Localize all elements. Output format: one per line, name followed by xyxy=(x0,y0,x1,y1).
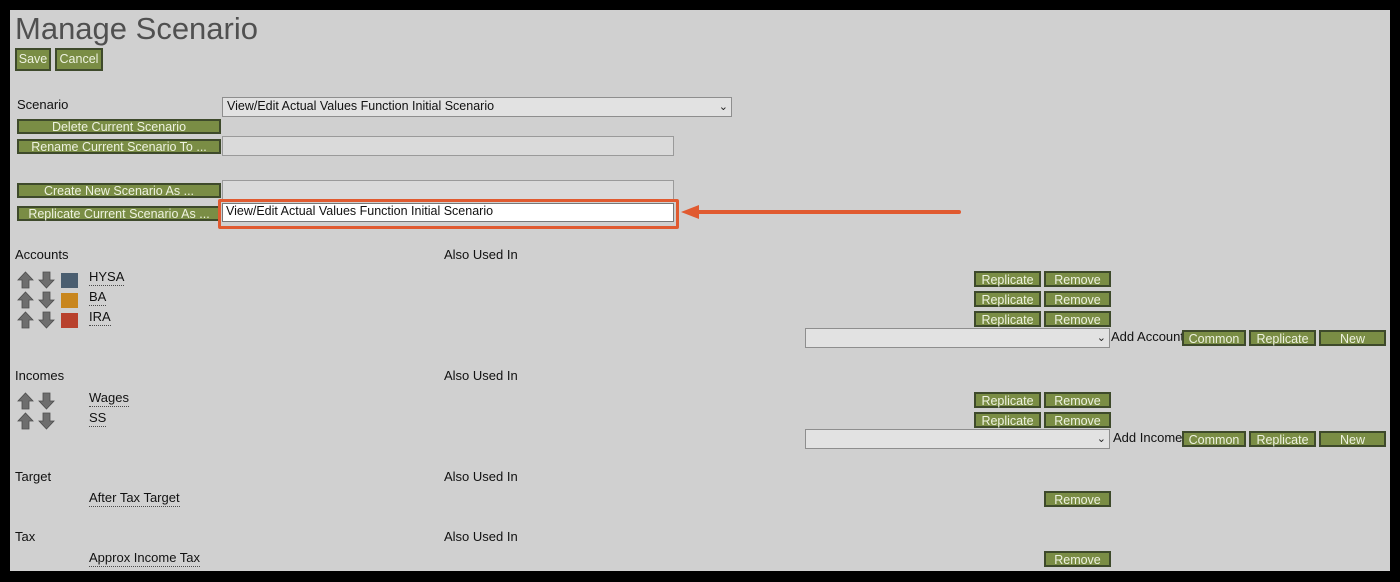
save-button[interactable]: Save xyxy=(15,48,51,71)
incomes-heading: Incomes xyxy=(15,368,65,383)
target-also-used-in: Also Used In xyxy=(444,469,518,484)
accounts-item-link[interactable]: IRA xyxy=(89,309,111,326)
add-account-new-button[interactable]: New xyxy=(1319,330,1386,346)
move-up-arrow-icon[interactable] xyxy=(17,271,34,289)
accounts-replicate-button[interactable]: Replicate xyxy=(974,291,1041,307)
manage-scenario-panel: Manage Scenario Save Cancel Scenario Vie… xyxy=(10,10,1390,571)
accounts-also-used-in: Also Used In xyxy=(444,247,518,262)
tax-item-link[interactable]: Approx Income Tax xyxy=(89,550,201,567)
highlight-box xyxy=(218,199,679,229)
add-income-label: Add Income xyxy=(1113,430,1183,445)
tax-also-used-in: Also Used In xyxy=(444,529,518,544)
move-up-arrow-icon[interactable] xyxy=(17,311,34,329)
incomes-replicate-button[interactable]: Replicate xyxy=(974,392,1041,408)
move-down-arrow-icon[interactable] xyxy=(38,291,55,309)
move-up-arrow-icon[interactable] xyxy=(17,412,34,430)
chevron-down-icon: ⌄ xyxy=(1096,433,1106,445)
add-account-common-button[interactable]: Common xyxy=(1182,330,1246,346)
accounts-heading: Accounts xyxy=(15,247,69,262)
tax-heading: Tax xyxy=(15,529,36,544)
delete-scenario-button[interactable]: Delete Current Scenario xyxy=(17,119,221,134)
add-account-select[interactable]: ⌄ xyxy=(805,328,1110,348)
add-income-new-button[interactable]: New xyxy=(1319,431,1386,447)
move-down-arrow-icon[interactable] xyxy=(38,392,55,410)
move-up-arrow-icon[interactable] xyxy=(17,291,34,309)
color-swatch xyxy=(61,313,78,328)
scenario-label: Scenario xyxy=(17,97,69,112)
chevron-down-icon: ⌄ xyxy=(718,101,728,113)
move-down-arrow-icon[interactable] xyxy=(38,271,55,289)
incomes-item-link[interactable]: SS xyxy=(89,410,107,427)
incomes-replicate-button[interactable]: Replicate xyxy=(974,412,1041,428)
accounts-remove-button[interactable]: Remove xyxy=(1044,291,1111,307)
accounts-item-link[interactable]: BA xyxy=(89,289,107,306)
move-up-arrow-icon[interactable] xyxy=(17,392,34,410)
callout-arrow-icon xyxy=(681,205,961,219)
accounts-remove-button[interactable]: Remove xyxy=(1044,311,1111,327)
replicate-scenario-button[interactable]: Replicate Current Scenario As ... xyxy=(17,206,221,221)
move-down-arrow-icon[interactable] xyxy=(38,311,55,329)
add-income-select[interactable]: ⌄ xyxy=(805,429,1110,449)
add-account-replicate-button[interactable]: Replicate xyxy=(1249,330,1316,346)
create-scenario-button[interactable]: Create New Scenario As ... xyxy=(17,183,221,198)
accounts-remove-button[interactable]: Remove xyxy=(1044,271,1111,287)
scenario-select[interactable]: View/Edit Actual Values Function Initial… xyxy=(222,97,732,117)
target-remove-button[interactable]: Remove xyxy=(1044,491,1111,507)
color-swatch xyxy=(61,273,78,288)
tax-remove-button[interactable]: Remove xyxy=(1044,551,1111,567)
target-heading: Target xyxy=(15,469,52,484)
add-income-common-button[interactable]: Common xyxy=(1182,431,1246,447)
accounts-item-link[interactable]: HYSA xyxy=(89,269,125,286)
incomes-also-used-in: Also Used In xyxy=(444,368,518,383)
color-swatch xyxy=(61,293,78,308)
accounts-replicate-button[interactable]: Replicate xyxy=(974,271,1041,287)
page-title: Manage Scenario xyxy=(15,11,258,46)
chevron-down-icon: ⌄ xyxy=(1096,332,1106,344)
target-item-link[interactable]: After Tax Target xyxy=(89,490,180,507)
incomes-item-link[interactable]: Wages xyxy=(89,390,129,407)
cancel-button[interactable]: Cancel xyxy=(55,48,103,71)
rename-scenario-button[interactable]: Rename Current Scenario To ... xyxy=(17,139,221,154)
scenario-select-value: View/Edit Actual Values Function Initial… xyxy=(227,99,495,113)
incomes-remove-button[interactable]: Remove xyxy=(1044,392,1111,408)
replicate-scenario-input[interactable]: View/Edit Actual Values Function Initial… xyxy=(222,203,674,222)
move-down-arrow-icon[interactable] xyxy=(38,412,55,430)
create-scenario-input[interactable] xyxy=(222,180,674,200)
rename-scenario-input[interactable] xyxy=(222,136,674,156)
add-income-replicate-button[interactable]: Replicate xyxy=(1249,431,1316,447)
accounts-replicate-button[interactable]: Replicate xyxy=(974,311,1041,327)
incomes-remove-button[interactable]: Remove xyxy=(1044,412,1111,428)
add-account-label: Add Account xyxy=(1111,329,1184,344)
